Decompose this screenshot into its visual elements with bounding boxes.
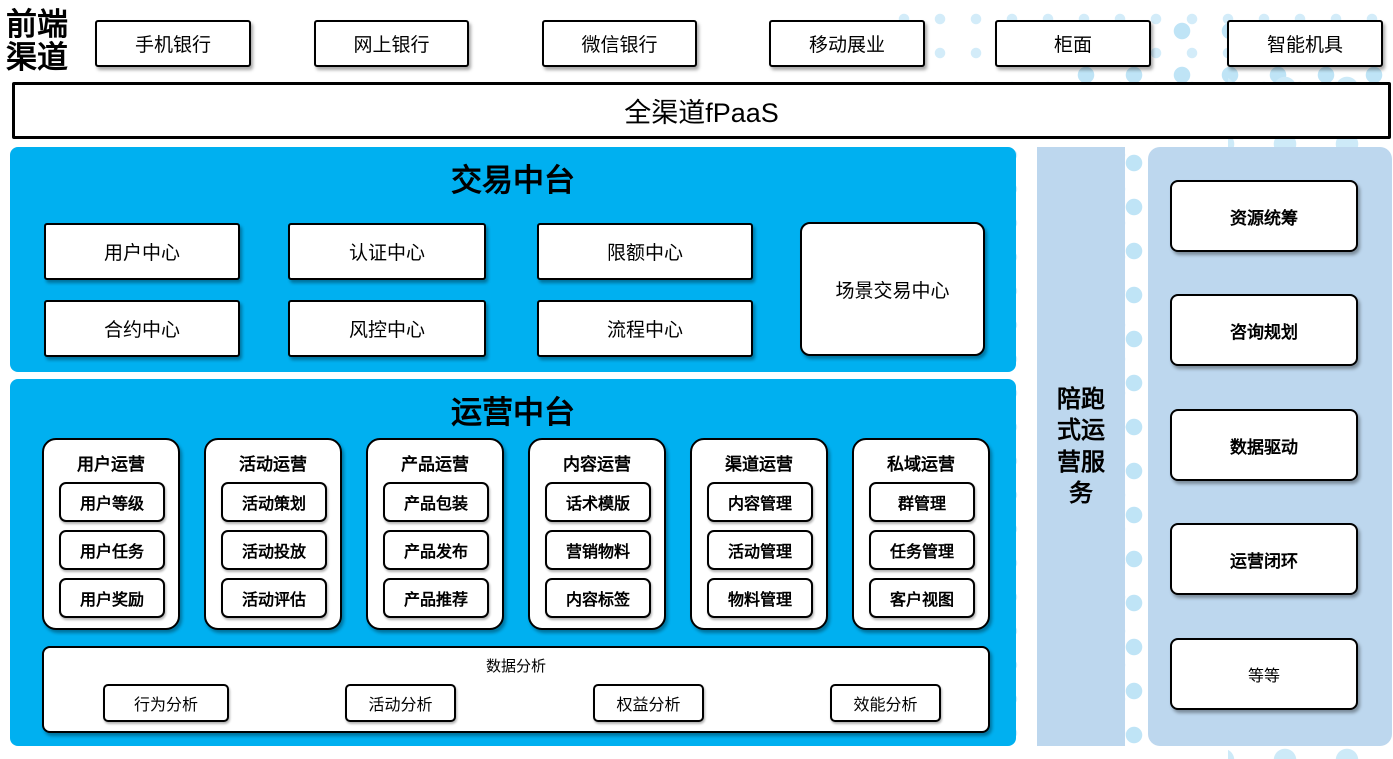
ops-item: 内容管理 xyxy=(707,482,813,522)
ops-item: 活动策划 xyxy=(221,482,327,522)
ops-item: 物料管理 xyxy=(707,578,813,618)
service-box-resource: 资源统筹 xyxy=(1170,180,1358,252)
ops-group-title: 渠道运营 xyxy=(725,455,793,474)
ops-group-private-domain: 私域运营 群管理 任务管理 客户视图 xyxy=(852,438,990,630)
front-channel-label: 前端渠道 xyxy=(6,7,68,76)
trade-platform-panel: 交易中台 用户中心 认证中心 限额中心 合约中心 风控中心 流程中心 场景交易中… xyxy=(10,147,1016,372)
service-box-consulting: 咨询规划 xyxy=(1170,294,1358,366)
center-box-risk: 风控中心 xyxy=(288,300,486,357)
ops-item: 产品推荐 xyxy=(383,578,489,618)
ops-item: 用户等级 xyxy=(59,482,165,522)
right-service-panel: 资源统筹 咨询规划 数据驱动 运营闭环 等等 xyxy=(1148,147,1392,746)
channel-box-mobile-marketing: 移动展业 xyxy=(769,20,925,67)
ops-group-channel: 渠道运营 内容管理 活动管理 物料管理 xyxy=(690,438,828,630)
channel-box-mobile-banking: 手机银行 xyxy=(95,20,251,67)
fpaas-bar: 全渠道fPaaS xyxy=(12,82,1391,139)
channel-box-counter: 柜面 xyxy=(995,20,1151,67)
ops-group-title: 用户运营 xyxy=(77,455,145,474)
accompany-service-label: 陪跑式运营服务 xyxy=(1057,386,1105,507)
ops-item: 用户任务 xyxy=(59,530,165,570)
ops-item: 群管理 xyxy=(869,482,975,522)
data-analysis-title: 数据分析 xyxy=(485,658,546,675)
ops-group-user: 用户运营 用户等级 用户任务 用户奖励 xyxy=(42,438,180,630)
center-box-limit: 限额中心 xyxy=(537,223,753,280)
ops-platform-panel: 运营中台 用户运营 用户等级 用户任务 用户奖励 活动运营 活动策划 活动投放 … xyxy=(10,379,1016,746)
center-box-user: 用户中心 xyxy=(44,223,240,280)
analysis-item: 权益分析 xyxy=(593,684,704,722)
data-analysis-box: 数据分析 行为分析 活动分析 权益分析 效能分析 xyxy=(42,646,990,733)
trade-platform-title: 交易中台 xyxy=(451,163,575,198)
service-box-data-driven: 数据驱动 xyxy=(1170,409,1358,481)
ops-group-content: 内容运营 话术模版 营销物料 内容标签 xyxy=(528,438,666,630)
ops-item: 内容标签 xyxy=(545,578,651,618)
ops-group-title: 私域运营 xyxy=(887,455,955,474)
analysis-item: 行为分析 xyxy=(103,684,229,722)
ops-group-product: 产品运营 产品包装 产品发布 产品推荐 xyxy=(366,438,504,630)
analysis-item: 效能分析 xyxy=(830,684,941,722)
ops-item: 营销物料 xyxy=(545,530,651,570)
center-box-contract: 合约中心 xyxy=(44,300,240,357)
ops-item: 产品发布 xyxy=(383,530,489,570)
analysis-item: 活动分析 xyxy=(345,684,456,722)
ops-group-title: 产品运营 xyxy=(401,455,469,474)
service-box-etc: 等等 xyxy=(1170,638,1358,710)
channel-box-wechat-banking: 微信银行 xyxy=(542,20,697,67)
ops-item: 话术模版 xyxy=(545,482,651,522)
channel-box-online-banking: 网上银行 xyxy=(314,20,469,67)
service-box-ops-loop: 运营闭环 xyxy=(1170,523,1358,595)
ops-platform-title: 运营中台 xyxy=(451,395,575,430)
center-box-scene-trade: 场景交易中心 xyxy=(800,222,985,356)
ops-item: 任务管理 xyxy=(869,530,975,570)
ops-item: 客户视图 xyxy=(869,578,975,618)
channel-box-smart-devices: 智能机具 xyxy=(1227,20,1383,67)
accompany-service-bar: 陪跑式运营服务 xyxy=(1037,147,1125,746)
ops-group-activity: 活动运营 活动策划 活动投放 活动评估 xyxy=(204,438,342,630)
center-box-auth: 认证中心 xyxy=(288,223,486,280)
center-box-process: 流程中心 xyxy=(537,300,753,357)
ops-item: 产品包装 xyxy=(383,482,489,522)
ops-item: 用户奖励 xyxy=(59,578,165,618)
ops-item: 活动评估 xyxy=(221,578,327,618)
ops-item: 活动管理 xyxy=(707,530,813,570)
ops-group-title: 活动运营 xyxy=(239,455,307,474)
ops-group-title: 内容运营 xyxy=(563,455,631,474)
ops-item: 活动投放 xyxy=(221,530,327,570)
